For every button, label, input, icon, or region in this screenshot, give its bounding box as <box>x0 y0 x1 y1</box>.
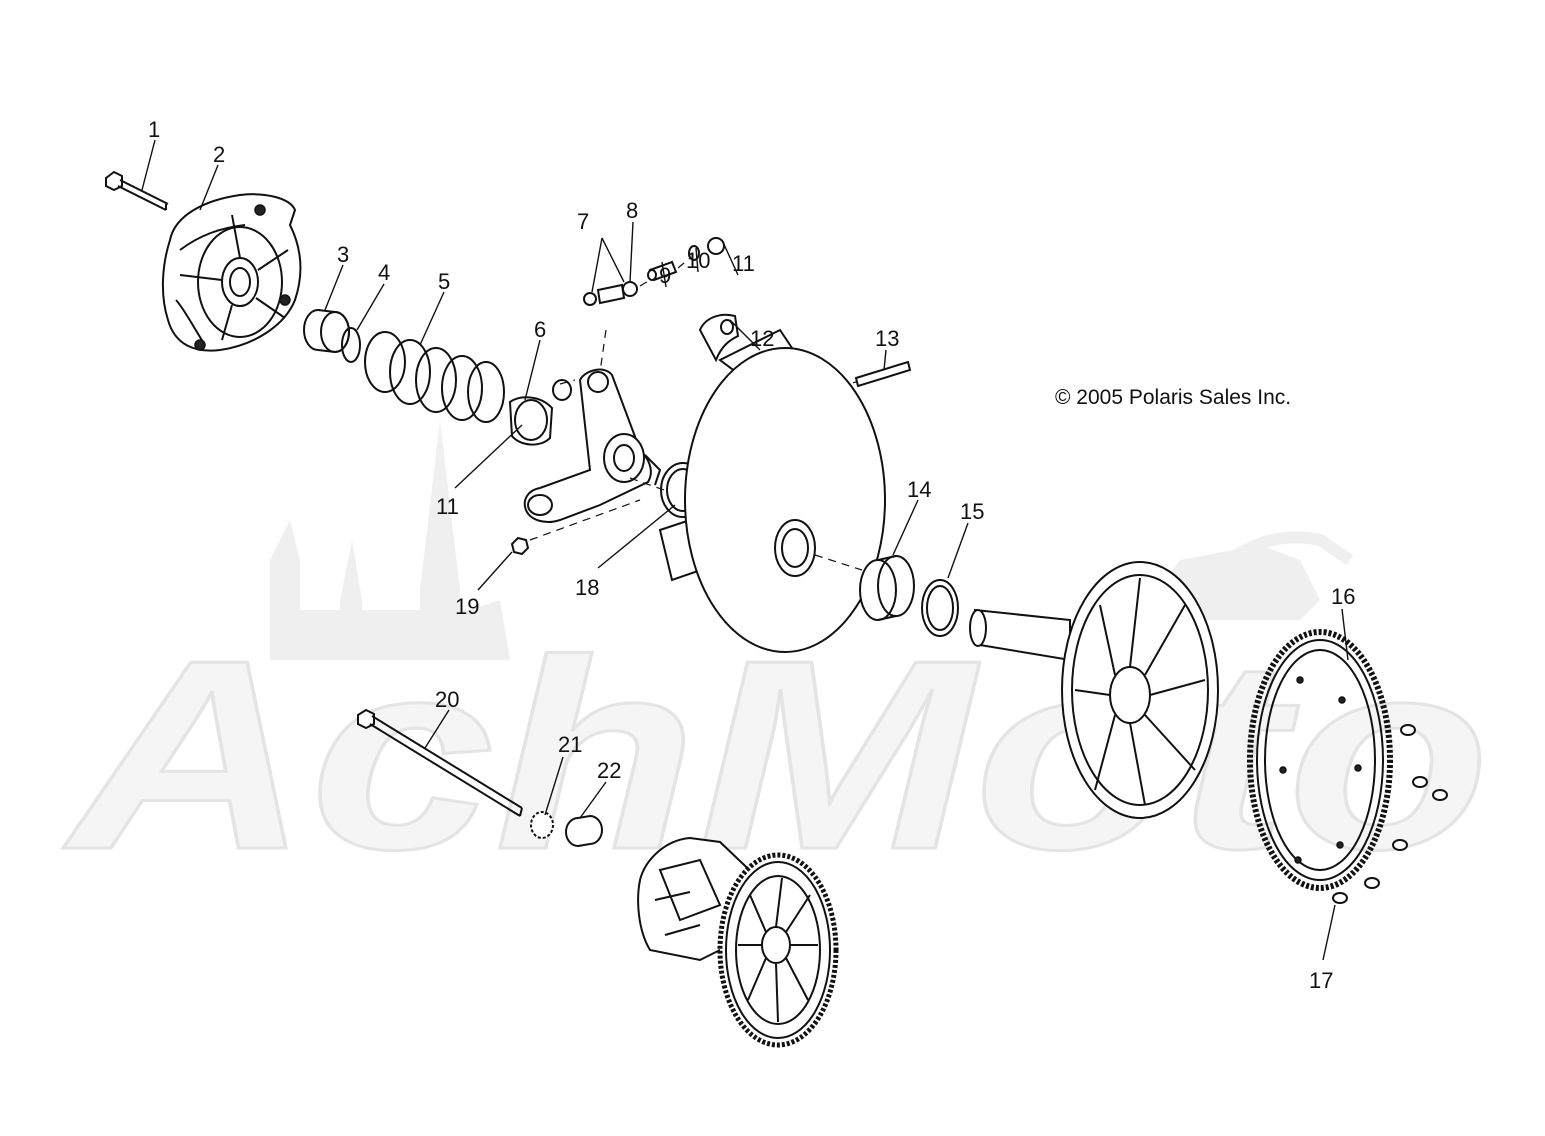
bolt-part <box>105 170 169 211</box>
spring-part <box>364 331 505 423</box>
spacer-part <box>565 814 603 847</box>
callout-1: 1 <box>148 117 160 142</box>
lock-washer-part <box>530 811 554 839</box>
assembled-clutch-part <box>637 836 839 1048</box>
clutch-cover-part <box>161 193 302 352</box>
callout-14: 14 <box>907 477 931 502</box>
nut-part <box>510 536 530 556</box>
pin-part <box>583 281 638 306</box>
drive-clutch-parts <box>105 170 1448 1048</box>
ring-part <box>341 327 361 363</box>
callout-6: 6 <box>534 317 546 342</box>
inner-bushing-part <box>859 555 915 621</box>
callout-11-spider: 11 <box>436 494 459 519</box>
bracket-part <box>698 313 740 363</box>
callout-9: 9 <box>659 263 671 288</box>
callout-18: 18 <box>575 575 599 600</box>
callout-21: 21 <box>558 732 582 757</box>
clutch-bolt-part <box>357 708 523 817</box>
callout-7: 7 <box>577 209 589 234</box>
callout-8: 8 <box>626 198 638 223</box>
fixed-sheave-part <box>969 561 1219 819</box>
callout-19: 19 <box>455 594 479 619</box>
callout-22: 22 <box>597 758 621 783</box>
callout-10: 10 <box>686 248 710 273</box>
callout-12: 12 <box>750 326 774 351</box>
retaining-ring-part <box>921 579 959 637</box>
screw-set-part <box>1332 724 1448 904</box>
callout-11: 11 <box>732 251 755 276</box>
weight-arm-part <box>523 368 662 523</box>
ring-gear-part <box>1247 629 1393 891</box>
callout-17: 17 <box>1309 968 1333 993</box>
callout-20: 20 <box>435 687 459 712</box>
callout-4: 4 <box>378 260 390 285</box>
callout-13: 13 <box>875 326 899 351</box>
copyright-text: © 2005 Polaris Sales Inc. <box>1055 386 1291 409</box>
callout-16: 16 <box>1331 584 1355 609</box>
movable-sheave-part <box>658 328 886 653</box>
spider-part <box>508 379 572 446</box>
callout-15: 15 <box>960 499 984 524</box>
callout-5: 5 <box>438 269 450 294</box>
callout-2: 2 <box>213 142 225 167</box>
callout-3: 3 <box>337 242 349 267</box>
leader-lines <box>141 139 1349 961</box>
callout-labels: 1 2 3 4 5 6 7 8 9 10 11 11 12 13 14 15 1… <box>148 117 1355 993</box>
